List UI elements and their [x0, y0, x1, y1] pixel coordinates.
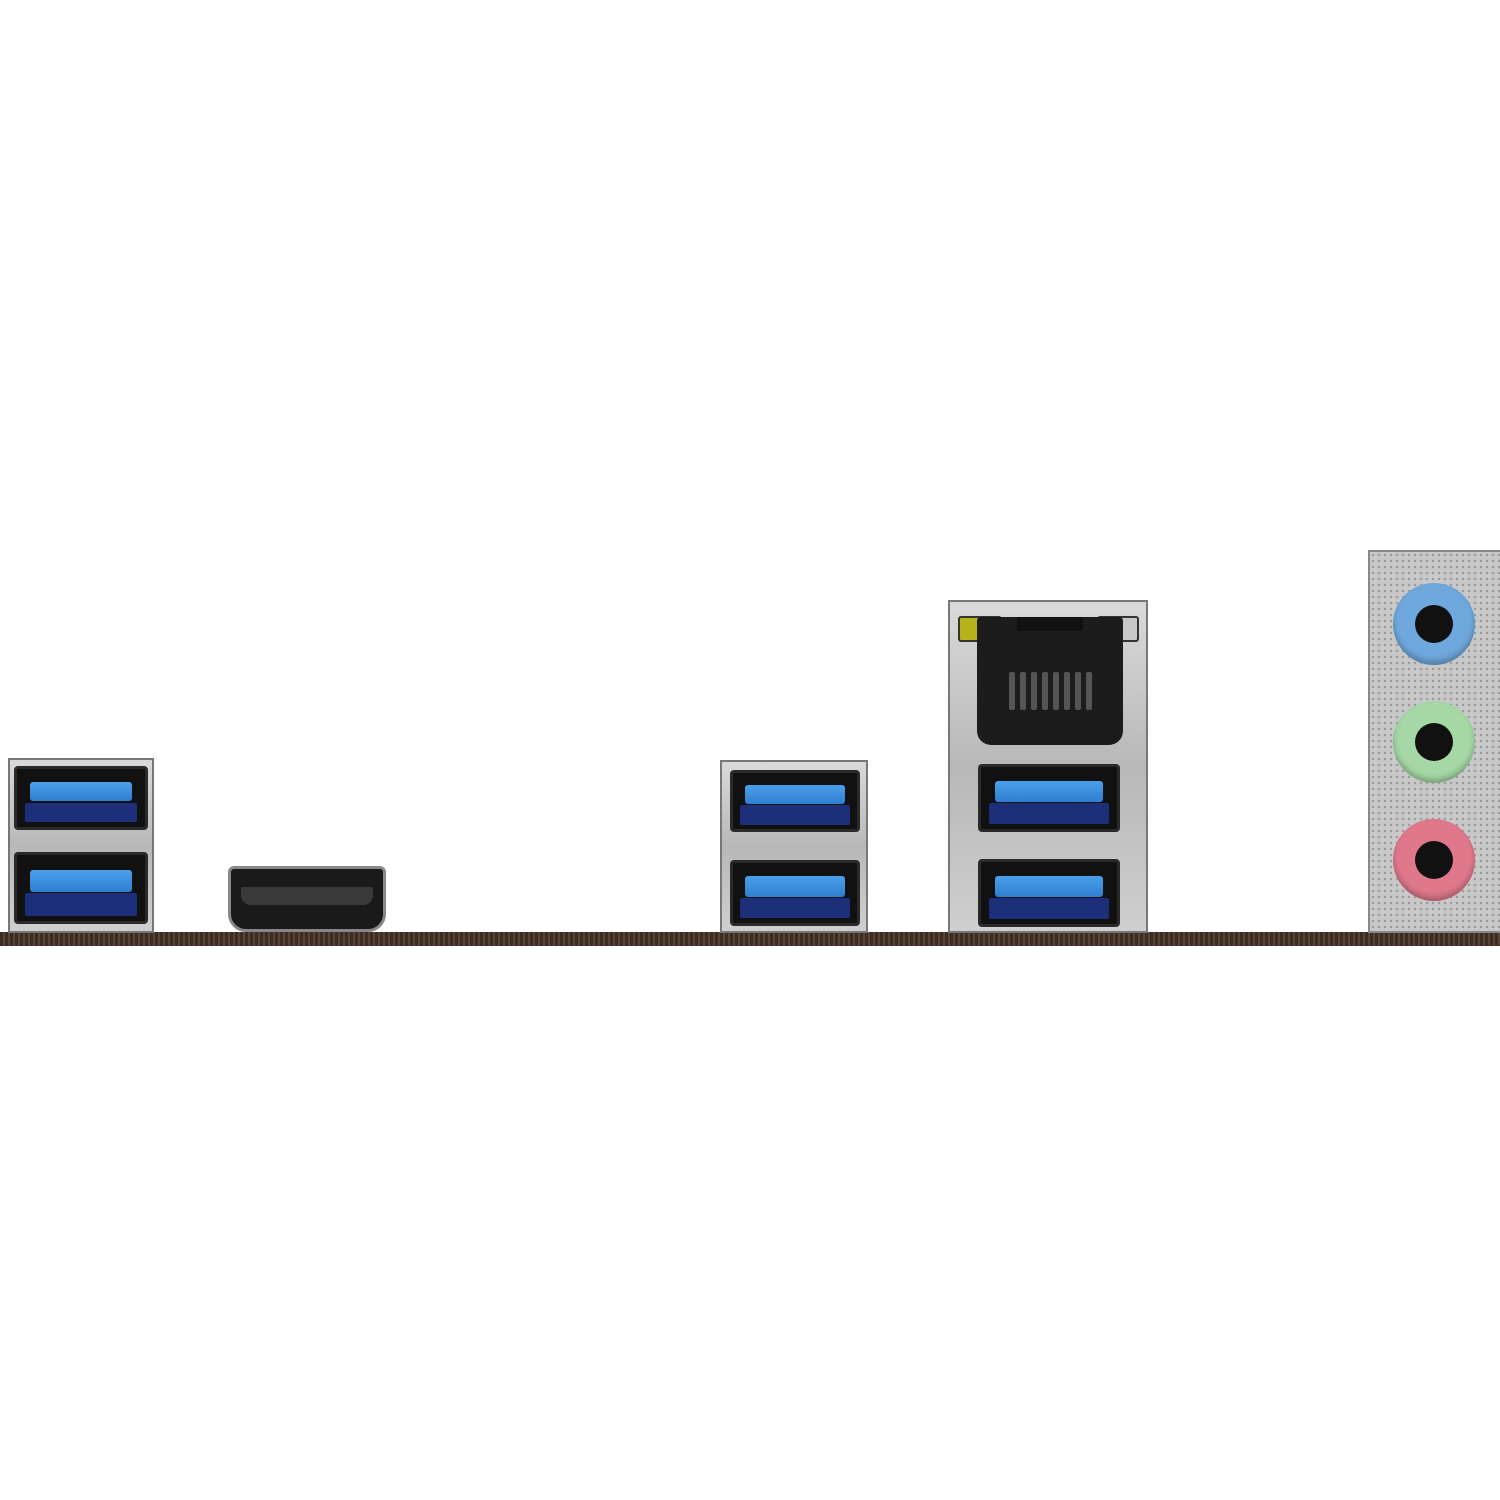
usb-port[interactable] [978, 764, 1120, 832]
usb-port[interactable] [978, 859, 1120, 927]
lan-usb-block [948, 600, 1148, 933]
usb-stack-left [8, 758, 154, 933]
usb-stack-middle [720, 760, 868, 933]
usb-port[interactable] [14, 852, 148, 924]
usb-port[interactable] [730, 770, 860, 832]
usb-port[interactable] [730, 860, 860, 926]
usb-port[interactable] [14, 766, 148, 830]
pcb-edge [0, 932, 1500, 946]
audio-panel [1368, 550, 1500, 933]
line-out-jack[interactable] [1393, 701, 1475, 783]
hdmi-port[interactable] [228, 866, 386, 932]
line-in-jack[interactable] [1393, 583, 1475, 665]
mic-jack[interactable] [1393, 819, 1475, 901]
ethernet-port[interactable] [977, 617, 1123, 745]
